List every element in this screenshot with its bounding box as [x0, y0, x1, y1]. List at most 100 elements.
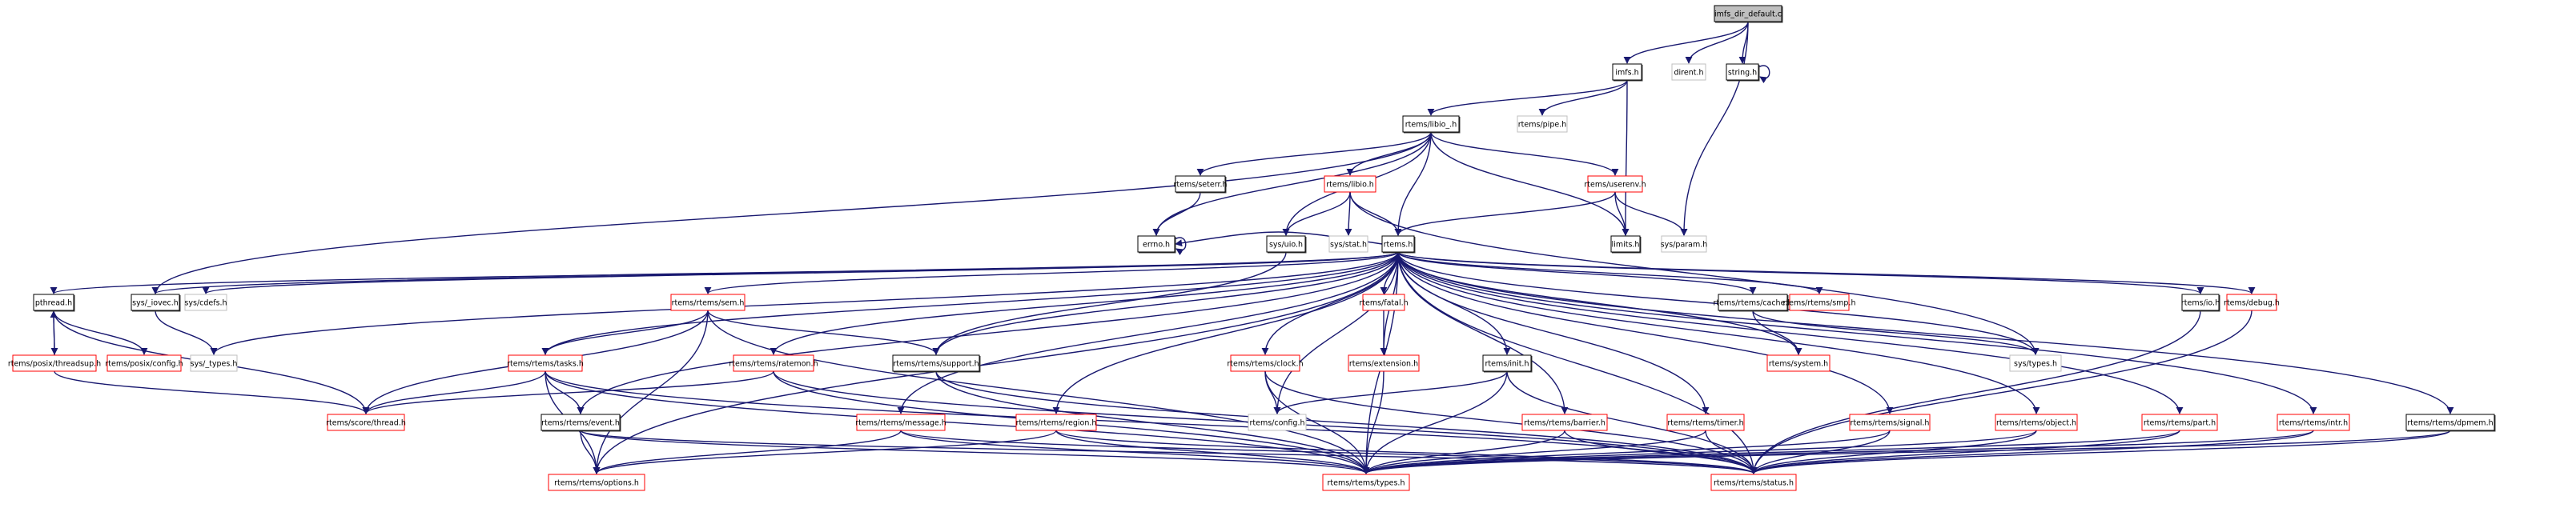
- node-label: rtems/rtems/region.h: [1016, 419, 1097, 428]
- node-label: sys/_iovec.h: [132, 299, 179, 308]
- node-label: rtems/rtems/message.h: [855, 419, 946, 428]
- node-label: rtems/userenv.h: [1584, 181, 1646, 190]
- node-label: limits.h: [1612, 241, 1640, 250]
- node-pipe: rtems/pipe.h: [1517, 115, 1568, 133]
- edge-userenv-to-param: [1614, 191, 1688, 236]
- node-ratemon[interactable]: rtems/rtems/ratemon.h: [729, 354, 818, 372]
- node-shadow: [1612, 237, 1642, 254]
- node-label: rtems/pipe.h: [1518, 121, 1566, 130]
- node-box: [2141, 414, 2218, 431]
- edge-event-to-options: [580, 430, 601, 474]
- node-label: rtems/config.h: [1250, 419, 1305, 428]
- node-uio[interactable]: sys/uio.h: [1266, 235, 1307, 254]
- node-label: sys/_types.h: [191, 360, 238, 369]
- node-extension[interactable]: rtems/extension.h: [1348, 354, 1420, 372]
- node-message[interactable]: rtems/rtems/message.h: [855, 414, 946, 431]
- node-sem[interactable]: rtems/rtems/sem.h: [670, 294, 745, 311]
- node-label: rtems/system.h: [1769, 360, 1828, 369]
- node-label: rtems/seterr.h: [1173, 181, 1227, 190]
- node-string[interactable]: string.h: [1726, 63, 1760, 82]
- node-cache[interactable]: rtems/rtems/cache.h: [1714, 294, 1793, 312]
- node-signal[interactable]: rtems/rtems/signal.h: [1849, 414, 1931, 431]
- node-barrier[interactable]: rtems/rtems/barrier.h: [1521, 414, 1608, 431]
- node-dpmem[interactable]: rtems/rtems/dpmem.h: [2405, 414, 2496, 432]
- node-box: [327, 414, 405, 431]
- node-init[interactable]: rtems/init.h: [1482, 354, 1533, 373]
- node-userenv[interactable]: rtems/userenv.h: [1584, 175, 1646, 193]
- edge-libio-to-uio: [1282, 191, 1351, 236]
- node-libio-[interactable]: rtems/libio_.h: [1402, 115, 1461, 134]
- node-iovec[interactable]: sys/_iovec.h: [131, 294, 181, 312]
- node-box: [733, 354, 814, 372]
- node-region[interactable]: rtems/rtems/region.h: [1015, 414, 1097, 431]
- edge-sem-to-tasks: [541, 310, 709, 355]
- node-box: [1666, 414, 1745, 431]
- node-label: rtems/rtems/dpmem.h: [2407, 419, 2493, 428]
- node-label: rtems/rtems/support.h: [893, 360, 979, 369]
- node-libio[interactable]: rtems/libio.h: [1324, 175, 1376, 193]
- node-timer[interactable]: rtems/rtems/timer.h: [1666, 414, 1745, 431]
- node-label: imfs.h: [1615, 69, 1638, 78]
- node-threadsup[interactable]: rtems/posix/threadsup.h: [8, 354, 101, 372]
- node-label: rtems/rtems/cache.h: [1714, 299, 1793, 308]
- edge-libio_-to-errno: [1152, 131, 1432, 236]
- node-imfs[interactable]: imfs.h: [1612, 63, 1643, 82]
- node-thread[interactable]: rtems/score/thread.h: [326, 414, 406, 431]
- edge-libio_-to-libio: [1346, 131, 1432, 176]
- edge-rtems-to-event: [577, 251, 1399, 414]
- node-cdefs: sys/cdefs.h: [184, 294, 227, 311]
- node-support[interactable]: rtems/rtems/support.h: [892, 354, 981, 373]
- node-seterr[interactable]: rtems/seterr.h: [1173, 175, 1228, 194]
- node-fatal[interactable]: rtems/fatal.h: [1359, 294, 1409, 311]
- node-box: [2277, 414, 2350, 431]
- node-types[interactable]: rtems/rtems/types.h: [1322, 474, 1410, 491]
- edge-region-to-status: [1055, 430, 1758, 474]
- node-system[interactable]: rtems/system.h: [1766, 354, 1831, 372]
- node-box: [1710, 474, 1797, 491]
- node-label: sys/types.h: [2014, 360, 2057, 369]
- node-object[interactable]: rtems/rtems/object.h: [1995, 414, 2078, 431]
- node-label: rtems/rtems/event.h: [541, 419, 620, 428]
- node-clock[interactable]: rtems/rtems/clock.h: [1227, 354, 1304, 372]
- edge-errno-to-errno: [1174, 237, 1187, 256]
- node-root[interactable]: imfs_dir_default.c: [1714, 5, 1783, 23]
- node-label: rtems/posix/config.h: [105, 360, 183, 369]
- edge-pthread-to-posixconfig: [53, 310, 148, 355]
- node-pthread[interactable]: pthread.h: [33, 294, 75, 312]
- edge-cache-to-system: [1752, 310, 1802, 355]
- node-label: rtems/rtems/options.h: [554, 479, 639, 488]
- node-errno[interactable]: errno.h: [1137, 235, 1176, 254]
- edge-region-to-options: [593, 430, 1057, 474]
- edge-imfs-to-libio_: [1427, 79, 1628, 116]
- edge-libio_-to-limits: [1430, 131, 1630, 236]
- node-label: rtems.h: [1384, 241, 1413, 250]
- node-box: [1714, 5, 1782, 22]
- node-label: rtems/rtems/ratemon.h: [729, 360, 818, 369]
- node-options[interactable]: rtems/rtems/options.h: [548, 474, 645, 491]
- edge-root-to-dirent: [1685, 21, 1749, 64]
- node-posixconfig[interactable]: rtems/posix/config.h: [105, 354, 183, 372]
- edge-rtems-to-clock: [1261, 251, 1399, 355]
- node-debug[interactable]: rtems/debug.h: [2224, 294, 2280, 311]
- node-box: [1348, 354, 1420, 372]
- edge-sem-to-support: [707, 310, 940, 355]
- node-label: rtems/rtems/types.h: [1328, 479, 1405, 488]
- node-part[interactable]: rtems/rtems/part.h: [2141, 414, 2218, 431]
- node-intr[interactable]: rtems/rtems/intr.h: [2277, 414, 2350, 431]
- node-event[interactable]: rtems/rtems/event.h: [541, 414, 621, 432]
- edge-barrier-to-status: [1564, 430, 1758, 474]
- node-io[interactable]: rtems/io.h: [2181, 294, 2220, 312]
- node-tasks[interactable]: rtems/rtems/tasks.h: [507, 354, 584, 372]
- node-rtems[interactable]: rtems.h: [1381, 235, 1416, 254]
- node-label: rtems/extension.h: [1349, 360, 1418, 369]
- node-limits[interactable]: limits.h: [1610, 235, 1642, 254]
- node-label: rtems/rtems/status.h: [1714, 479, 1794, 488]
- node-status[interactable]: rtems/rtems/status.h: [1710, 474, 1797, 491]
- node-shadow: [1268, 237, 1307, 254]
- edge-message-to-options: [593, 430, 902, 474]
- node-box: [1612, 63, 1642, 81]
- edge-rtems-to-ratemon: [770, 251, 1399, 355]
- node-box: [190, 354, 238, 372]
- node-smp[interactable]: rtems/rtems/smp.h: [1782, 294, 1856, 311]
- edge-rtems-to-tasks: [541, 251, 1399, 355]
